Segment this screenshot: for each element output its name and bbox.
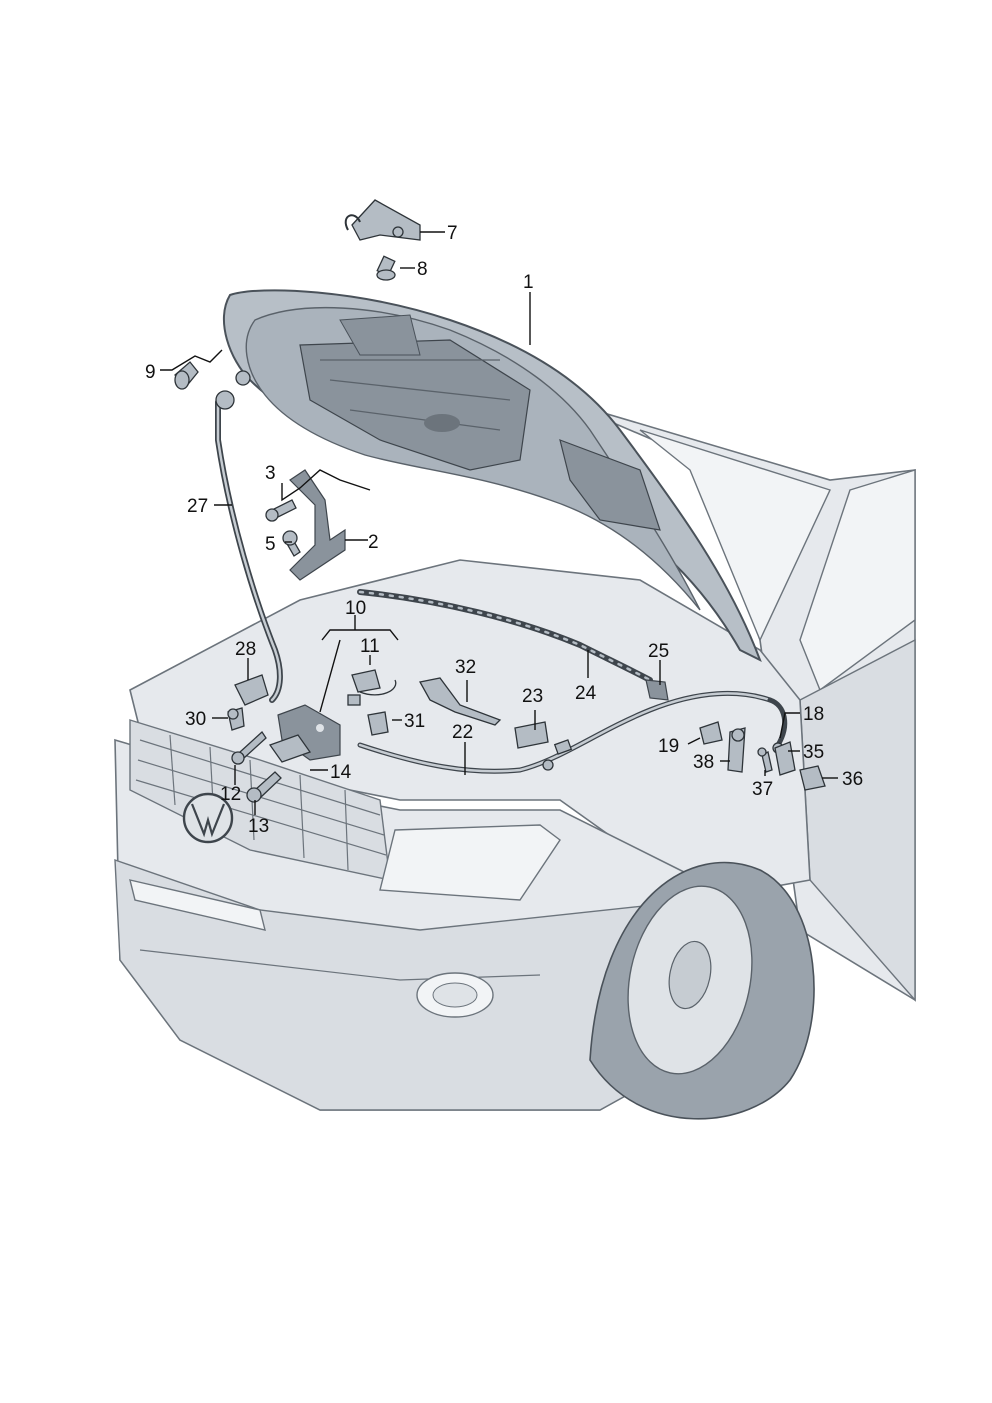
clip-19-icon	[699, 721, 723, 745]
callout-13: 13	[248, 816, 269, 837]
clip-25-icon	[645, 679, 669, 701]
bolt-13-icon	[246, 771, 282, 803]
callout-36: 36	[842, 769, 863, 790]
bolt-5-icon	[282, 530, 301, 557]
callout-38: 38	[693, 752, 714, 773]
callout-25: 25	[648, 641, 669, 662]
callout-35: 35	[803, 742, 824, 763]
callout-9: 9	[145, 362, 156, 383]
callout-31: 31	[404, 711, 425, 732]
callout-23: 23	[522, 686, 543, 707]
hood-bracket	[289, 469, 346, 581]
callout-3: 3	[265, 463, 276, 484]
seal-strip	[357, 589, 653, 683]
side-window	[799, 469, 916, 692]
bolt-12-icon	[231, 731, 267, 765]
hinge-part	[344, 199, 421, 241]
callout-32: 32	[455, 657, 476, 678]
hinge-bolt-icon	[376, 255, 396, 281]
callout-30: 30	[185, 709, 206, 730]
callout-18: 18	[803, 704, 824, 725]
callout-27: 27	[187, 496, 208, 517]
callout-2: 2	[368, 532, 379, 553]
cable-clamp	[418, 677, 502, 726]
lever-38	[727, 727, 746, 773]
lock-switch	[347, 669, 397, 706]
callout-12: 12	[220, 784, 241, 805]
callout-28: 28	[235, 639, 256, 660]
bump-stop-icon	[174, 361, 199, 390]
prop-rod	[215, 370, 283, 703]
callout-37: 37	[752, 779, 773, 800]
callout-24: 24	[575, 683, 597, 704]
callout-8: 8	[417, 259, 428, 280]
callout-11: 11	[360, 636, 380, 657]
bolt-3-icon	[265, 499, 297, 522]
screw-37-icon	[757, 747, 773, 773]
hood	[222, 289, 762, 663]
callout-5: 5	[265, 534, 276, 555]
prop-rod-holder	[234, 674, 269, 706]
vehicle-body	[114, 399, 916, 1120]
clip-31-icon	[367, 711, 389, 736]
windscreen	[639, 429, 831, 642]
callout-1: 1	[523, 272, 534, 293]
callout-22: 22	[452, 722, 473, 743]
hood-lock	[268, 704, 341, 763]
clip-36-icon	[799, 765, 826, 791]
clip-30-icon	[227, 707, 245, 731]
headlight	[379, 824, 561, 901]
bracket-35	[774, 741, 796, 776]
vw-badge-icon	[182, 792, 234, 844]
callout-14: 14	[330, 762, 352, 783]
leader-lines	[160, 231, 838, 815]
callout-7: 7	[447, 223, 458, 244]
callout-10: 10	[345, 598, 366, 619]
callout-labels: 1 2 3 5 7 8 9 10 11 12 13 14 18 19 22 23…	[145, 223, 863, 837]
callout-19: 19	[658, 736, 679, 757]
